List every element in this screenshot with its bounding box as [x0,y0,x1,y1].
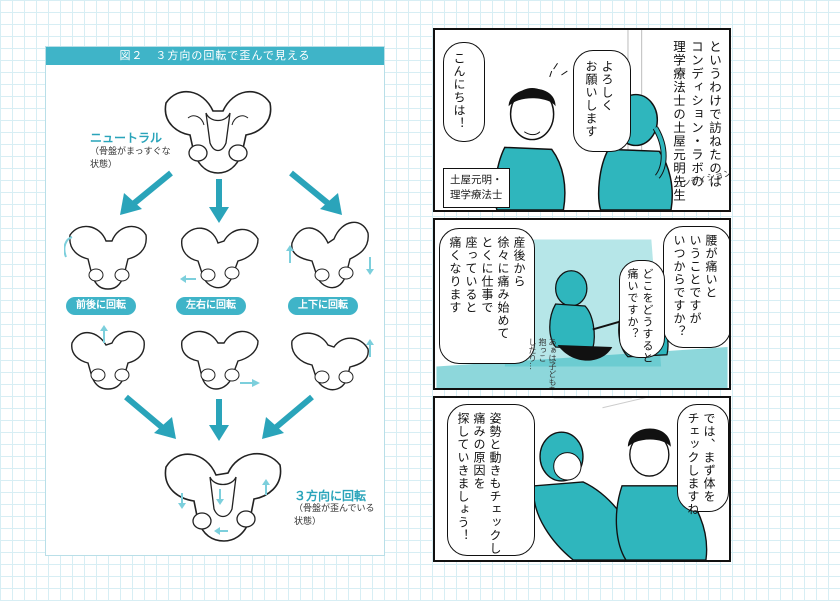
neutral-description: （骨盤がまっすぐな 状態） [90,147,171,170]
rotation-label-front-back: 前後に回転 [66,297,136,315]
pelvis-rotated-front-back-alt [66,321,150,393]
combined-description: （骨盤が歪んでいる 状態） [294,504,375,527]
manga-panel-3: 姿勢と動きもチェックし 痛みの原因を 探していきましょう！ では、まず体を チェ… [433,396,731,562]
pelvis-rotated-up-down-alt [286,325,374,395]
speech-bubble-doctor-5 [677,404,729,512]
patient-aside-sfx: あぁは子どもを 抱っこ したり… [528,338,557,390]
arrow-down [208,177,230,225]
patient-symptom-description: 産後から 徐々に痛み始めて とくに仕事で 座っていると 痛くなります [448,236,526,340]
pelvis-rotated-left-right-alt [174,321,262,393]
pelvis-rotated-front-back [64,217,152,295]
speech-bubble-patient [573,50,631,152]
combined-label: ３方向に回転 [294,489,367,503]
arrow-down-left [116,169,176,219]
pelvis-neutral-illustration [158,83,278,178]
neutral-label: ニュートラル [90,131,163,145]
doctor-question-when: 腰が痛いと いうことですが いつからですか？ [672,234,718,338]
rotation-label-up-down: 上下に回転 [288,297,358,315]
panel-1-narration: というわけで訪ねたのは コンディション・ラボの 理学療法士の土屋元明先生 [671,40,722,202]
arrow-converge-left [122,393,180,443]
doctor-check-announcement: では、まず体を チェックしますね [686,412,716,516]
speech-bubble-doctor-4 [447,404,535,556]
pelvis-figure: 図２ ３方向の回転で歪んで見える ニュートラル （骨盤がまっすぐな 状態） [45,46,385,556]
arrow-converge-center [208,397,230,443]
manga-panel-1: こんにちは！ よろしく お願いします というわけで訪ねたのは コンディション・ラ… [433,28,731,212]
doctor-question-how: どこをどうすると 痛いですか？ [626,268,654,364]
arrow-converge-right [258,393,316,443]
manga-page: こんにちは！ よろしく お願いします というわけで訪ねたのは コンディション・ラ… [433,28,731,562]
pelvis-rotated-left-right [174,217,262,295]
speech-bubble-doctor [443,42,485,142]
arrow-down-right [286,169,346,219]
figure-title: 図２ ３方向の回転で歪んで見える [46,47,384,65]
doctor-greeting: こんにちは！ [452,52,466,130]
manga-panel-2: 産後から 徐々に痛み始めて とくに仕事で 座っていると 痛くなります 腰が痛いと… [433,218,731,390]
doctor-name-caption: 土屋元明・ 理学療法士 [443,168,510,208]
speech-bubble-patient-2 [439,228,535,364]
pelvis-combined-illustration [158,443,288,548]
speech-bubble-doctor-3 [619,260,665,358]
patient-greeting: よろしく お願いします [584,60,614,138]
rotation-label-left-right: 左右に回転 [176,297,246,315]
doctor-explanation: 姿勢と動きもチェックし 痛みの原因を 探していきましょう！ [456,412,502,555]
pelvis-rotated-up-down [286,213,374,295]
